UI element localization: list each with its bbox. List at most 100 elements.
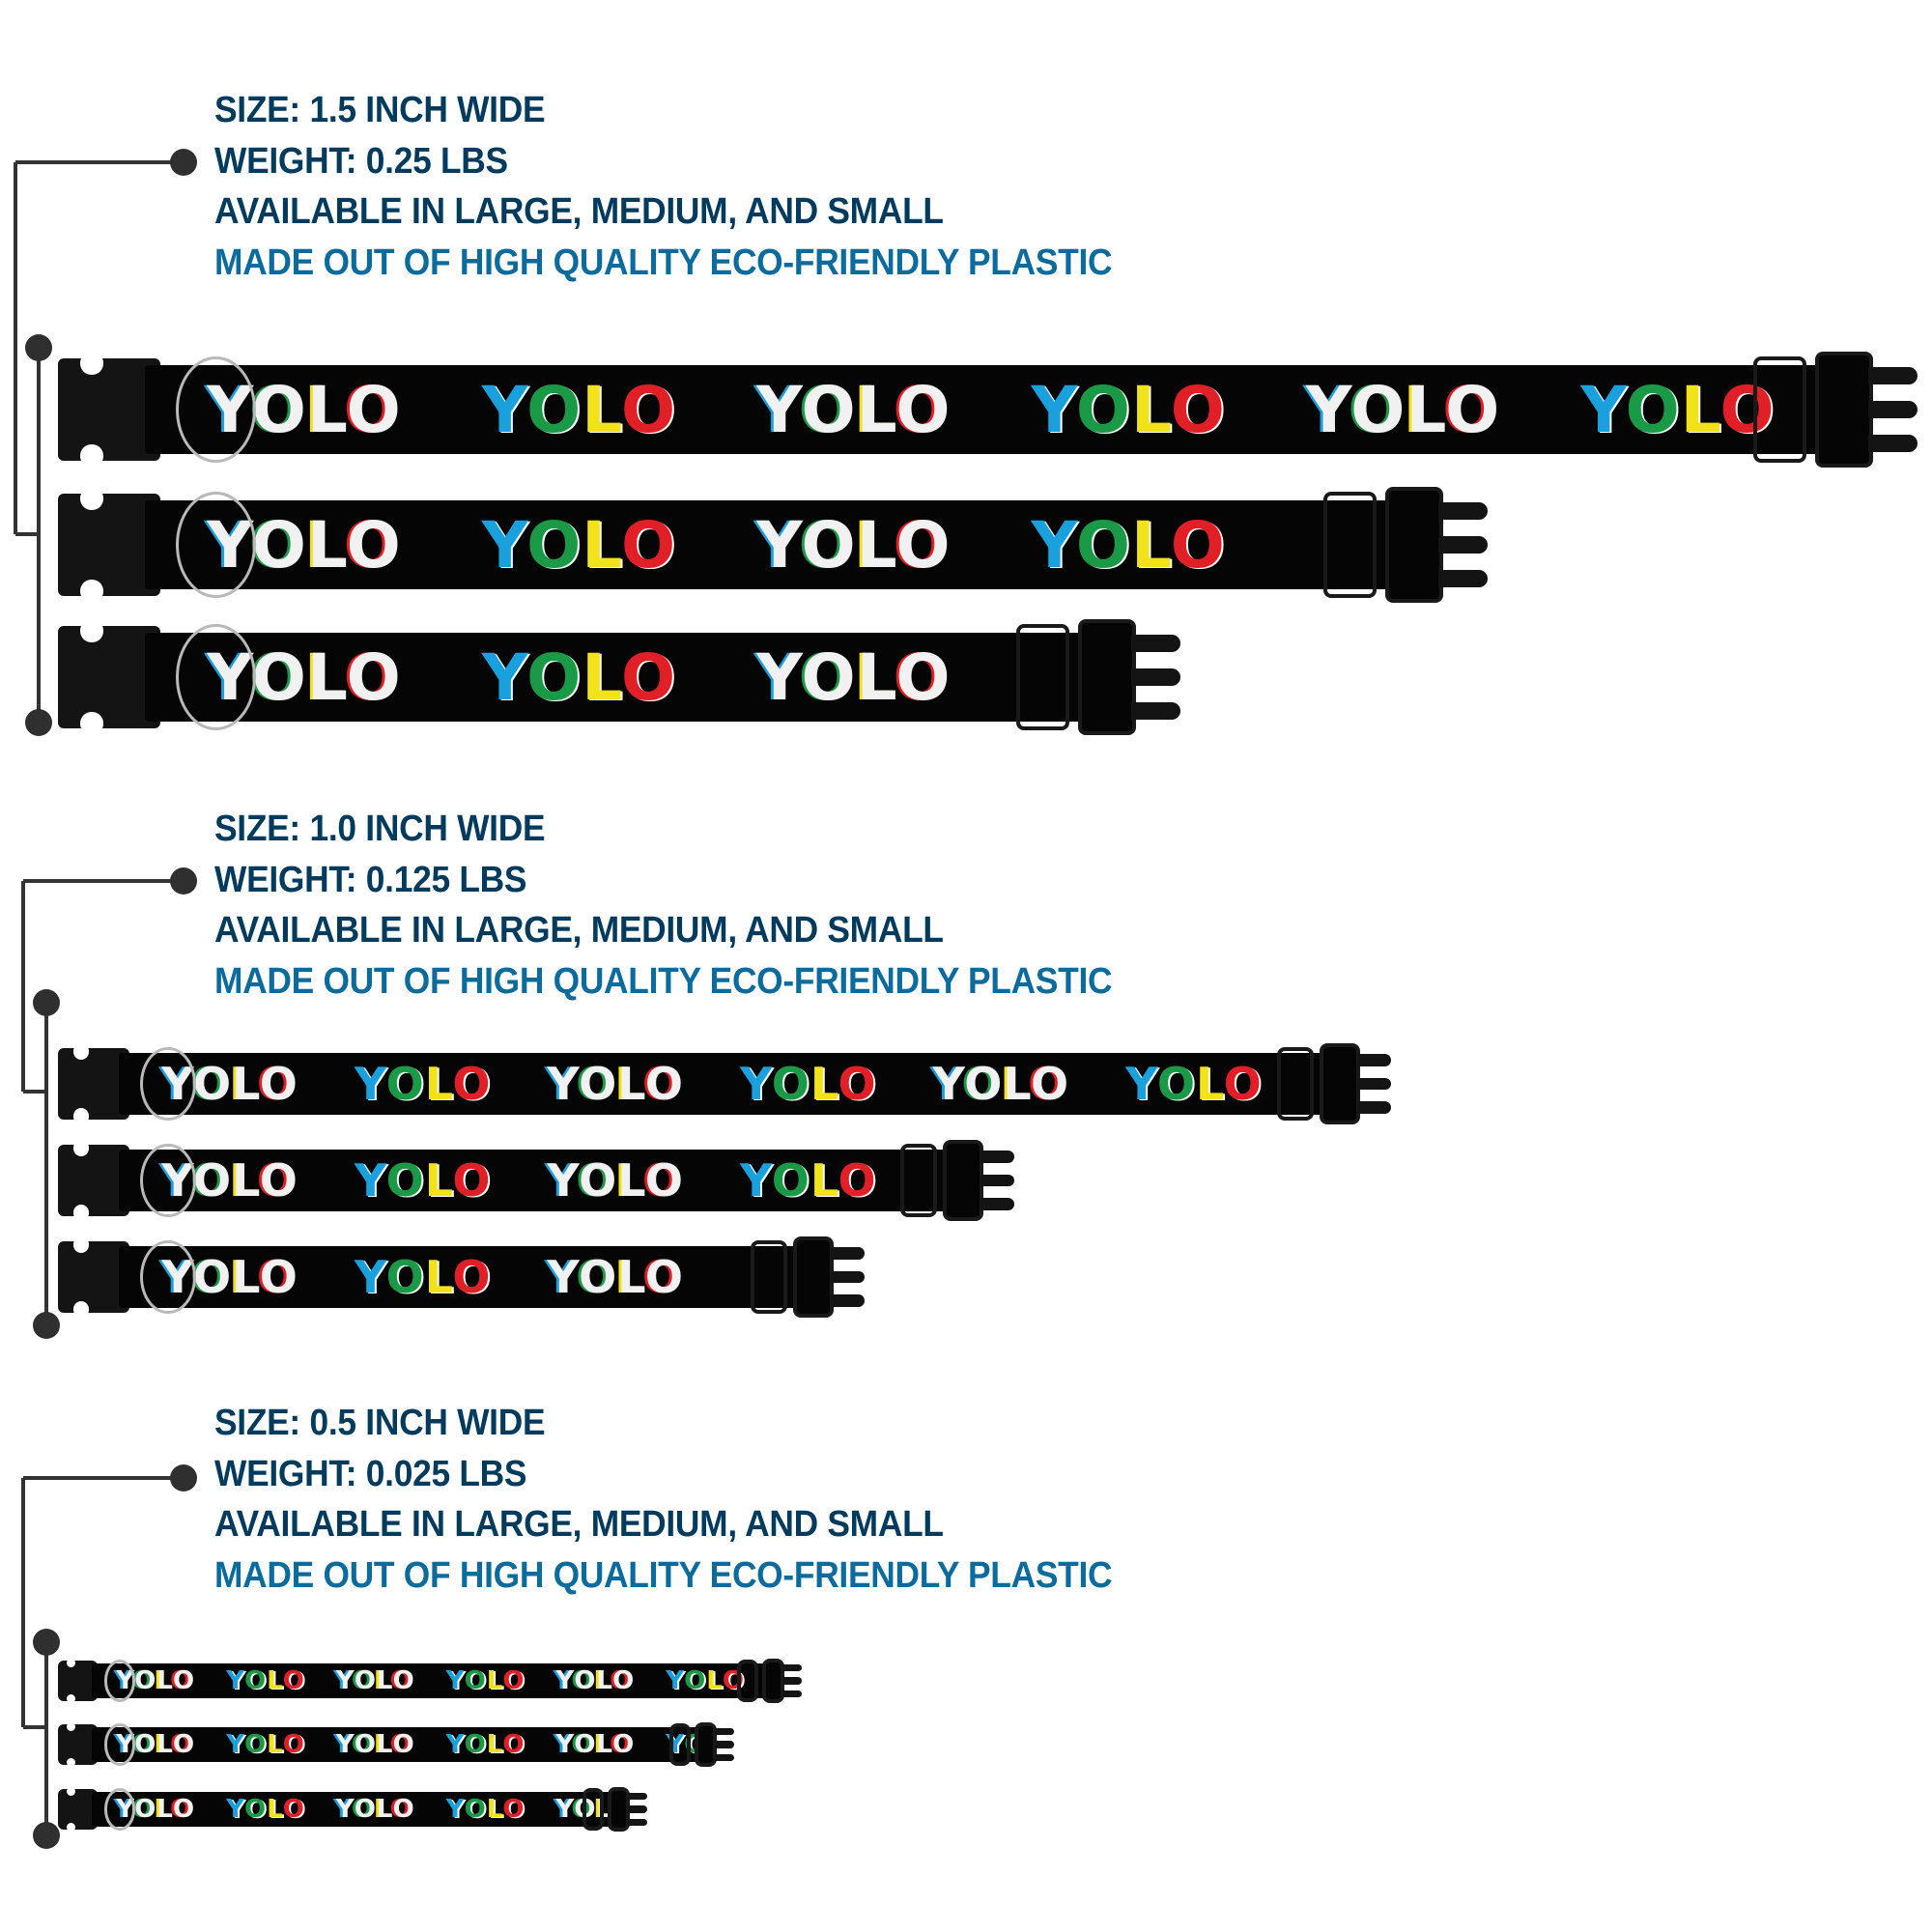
yolo-word: YOLO: [335, 1730, 415, 1759]
buckle-male-frame: [943, 1140, 983, 1221]
connector-line: [14, 162, 17, 534]
connector-line: [44, 1003, 48, 1325]
buckle-female: [58, 1786, 99, 1833]
d-ring: [103, 1723, 136, 1766]
connector-dot: [33, 1312, 60, 1339]
buckle-prongs: [1868, 365, 1918, 454]
connector-dot: [33, 1822, 60, 1849]
prong: [1131, 701, 1180, 721]
d-ring: [139, 1046, 196, 1122]
yolo-word: YOLO: [354, 1154, 492, 1207]
d-ring: [176, 623, 256, 731]
strap-keeper: [1276, 1046, 1314, 1122]
d-ring: [103, 1788, 136, 1831]
prong: [782, 1690, 802, 1698]
prong: [980, 1151, 1014, 1164]
spec-size: SIZE: 0.5 INCH WIDE: [214, 1403, 546, 1443]
yolo-word: YOLO: [1580, 372, 1776, 447]
buckle-prongs: [1131, 633, 1180, 722]
yolo-word: YOLO: [666, 1666, 745, 1695]
yolo-word: YOLO: [756, 372, 952, 447]
prong: [715, 1727, 734, 1735]
yolo-word: YOLO: [445, 1666, 526, 1695]
connector-dot: [33, 989, 60, 1016]
connector-dot: [25, 334, 52, 361]
yolo-word: YOLO: [481, 507, 677, 582]
yolo-word: YOLO: [547, 1058, 685, 1110]
prong: [1356, 1054, 1391, 1067]
strap-keeper: [669, 1723, 691, 1766]
buckle-male-frame: [793, 1236, 834, 1318]
buckle-female: [58, 1043, 129, 1124]
buckle-female: [58, 1140, 129, 1221]
strap-keeper: [737, 1660, 758, 1702]
prong: [980, 1197, 1014, 1210]
prong: [628, 1792, 647, 1800]
connector-line: [15, 160, 184, 164]
buckle-male-frame: [761, 1658, 784, 1704]
buckle-female: [58, 619, 160, 735]
yolo-word: YOLO: [445, 1730, 526, 1759]
yolo-word: YOLO: [226, 1730, 305, 1759]
buckle-female: [58, 1721, 99, 1768]
prong: [1868, 400, 1918, 419]
yolo-word: YOLO: [547, 1251, 685, 1303]
prong: [830, 1293, 865, 1307]
buckle-female: [58, 352, 160, 468]
yolo-word: YOLO: [1305, 372, 1501, 447]
yolo-word: YOLO: [445, 1795, 526, 1824]
d-ring: [139, 1239, 196, 1315]
buckle-male-frame: [1385, 487, 1443, 603]
yolo-word: YOLO: [555, 1730, 636, 1759]
strap-keeper: [582, 1788, 604, 1831]
connector-dot: [170, 867, 197, 895]
spec-weight: WEIGHT: 0.125 LBS: [214, 859, 527, 900]
spec-material: MADE OUT OF HIGH QUALITY ECO-FRIENDLY PL…: [214, 960, 1113, 1002]
d-ring: [176, 355, 256, 464]
connector-line: [37, 348, 41, 723]
connector-dot: [25, 709, 52, 736]
yolo-word: YOLO: [547, 1154, 685, 1207]
yolo-word: YOLO: [354, 1251, 492, 1303]
prong: [980, 1174, 1014, 1187]
prong: [1438, 501, 1488, 521]
connector-line: [23, 879, 184, 883]
strap-keeper: [1015, 623, 1069, 731]
spec-material: MADE OUT OF HIGH QUALITY ECO-FRIENDLY PL…: [214, 242, 1113, 283]
prong: [1131, 634, 1180, 653]
yolo-word: YOLO: [354, 1058, 492, 1110]
d-ring: [103, 1660, 136, 1702]
connector-line: [21, 881, 25, 1092]
prong: [1868, 434, 1918, 453]
buckle-prongs: [830, 1246, 865, 1308]
prong: [1868, 366, 1918, 385]
prong: [628, 1819, 647, 1827]
yolo-word: YOLO: [481, 372, 677, 447]
prong: [1356, 1077, 1391, 1091]
buckle-male-frame: [694, 1721, 717, 1768]
spec-availability: AVAILABLE IN LARGE, MEDIUM, AND SMALL: [214, 191, 944, 232]
prong: [830, 1270, 865, 1284]
yolo-word: YOLO: [740, 1154, 877, 1207]
connector-line: [23, 1090, 46, 1094]
yolo-word: YOLO: [740, 1058, 877, 1110]
spec-availability: AVAILABLE IN LARGE, MEDIUM, AND SMALL: [214, 1504, 944, 1545]
spec-availability: AVAILABLE IN LARGE, MEDIUM, AND SMALL: [214, 910, 944, 951]
yolo-word: YOLO: [335, 1795, 415, 1824]
buckle-prongs: [715, 1727, 734, 1762]
prong: [715, 1754, 734, 1762]
prong: [782, 1663, 802, 1671]
